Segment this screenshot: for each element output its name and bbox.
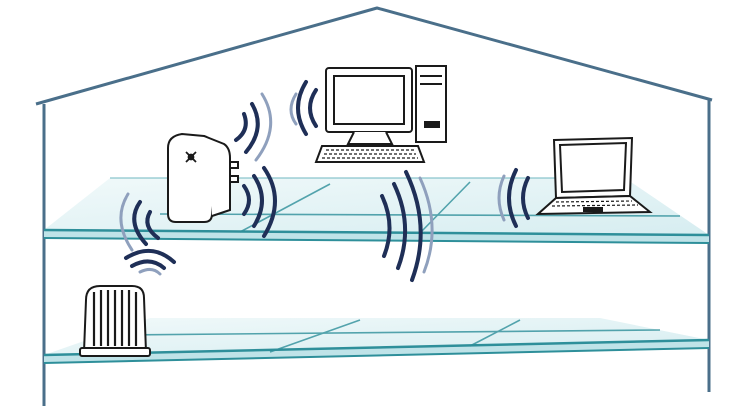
wifi-signal-icon bbox=[242, 166, 277, 238]
roof-line bbox=[35, 6, 713, 106]
wifi-extender-icon bbox=[167, 132, 239, 223]
desktop-computer-icon bbox=[314, 65, 447, 163]
ground-floor bbox=[43, 318, 710, 364]
wifi-signal-icon bbox=[497, 168, 530, 228]
wifi-signal-icon bbox=[124, 249, 176, 276]
wifi-signal-icon bbox=[289, 80, 318, 136]
wifi-signal-icon bbox=[380, 170, 434, 282]
wifi-signal-icon bbox=[234, 92, 273, 162]
laptop-icon bbox=[535, 136, 653, 216]
router-icon bbox=[79, 285, 151, 357]
wifi-signal-icon bbox=[119, 192, 160, 252]
